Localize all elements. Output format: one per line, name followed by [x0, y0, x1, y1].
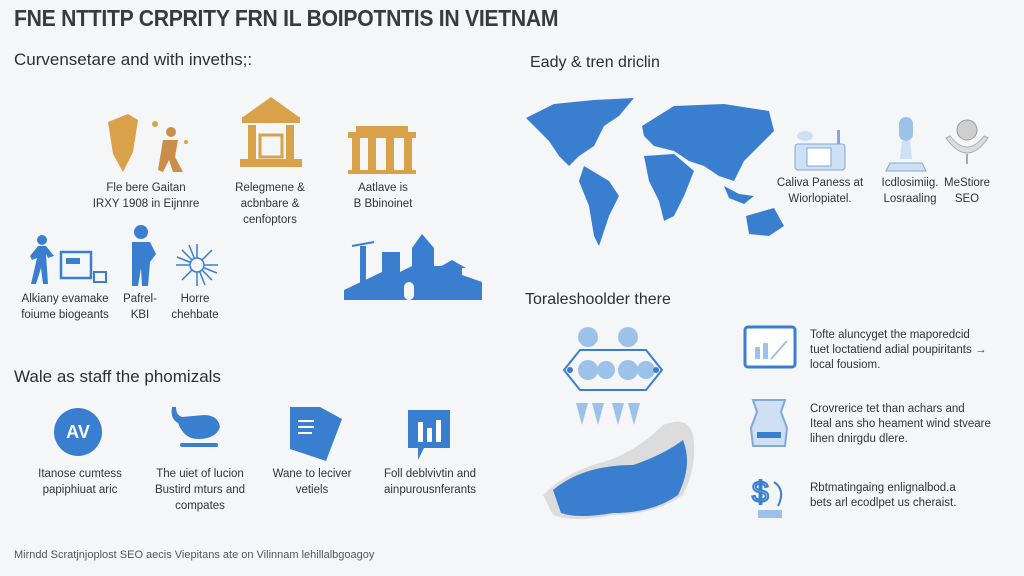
- shield-figure-icon: [108, 114, 188, 172]
- section4-heading: Wale as staff the phomizals: [14, 367, 221, 386]
- robot-device-icon: [749, 399, 789, 447]
- footer-text: Mirndd Scratjnjoplost SEO aecis Viepitan…: [14, 549, 375, 561]
- world-map: [526, 98, 784, 246]
- chat-chart-icon: [408, 410, 450, 460]
- item-caption: Relegmene &acbnbare &cenfoptors: [235, 182, 305, 226]
- blue-building-icon: [344, 234, 482, 300]
- sunburst-icon: [176, 244, 218, 286]
- section3-heading: Toraleshoolder there: [525, 291, 671, 308]
- document-icon: [290, 407, 342, 461]
- person-icon: [132, 225, 156, 286]
- section1-heading: Curvensetare and with inveths;:: [14, 50, 253, 69]
- av-badge-icon: AV: [54, 408, 102, 456]
- item-caption: Icdlosimiig.Losraaling: [881, 177, 939, 205]
- page-title: FNE NTTITP CRPRITY FRN IL BOIPOTNTIS IN …: [14, 5, 559, 31]
- monitor-chart-icon: [743, 325, 797, 369]
- item-caption: Pafrel-KBI: [123, 293, 157, 321]
- columns-icon: [348, 126, 416, 174]
- microphone-icon: [885, 117, 927, 172]
- elephant-icon: [171, 407, 220, 447]
- person-screen-icon: [30, 235, 107, 284]
- section2-heading: Eady & tren driclin: [530, 54, 660, 71]
- dollar-plant-icon: $: [751, 475, 783, 518]
- people-network-graphic: [562, 327, 664, 425]
- speaker-icon: [945, 119, 989, 164]
- dashboard-device-icon: [794, 130, 846, 171]
- svg-text:$: $: [752, 476, 769, 509]
- hand-graphic: [543, 421, 695, 519]
- bank-icon: [240, 97, 302, 167]
